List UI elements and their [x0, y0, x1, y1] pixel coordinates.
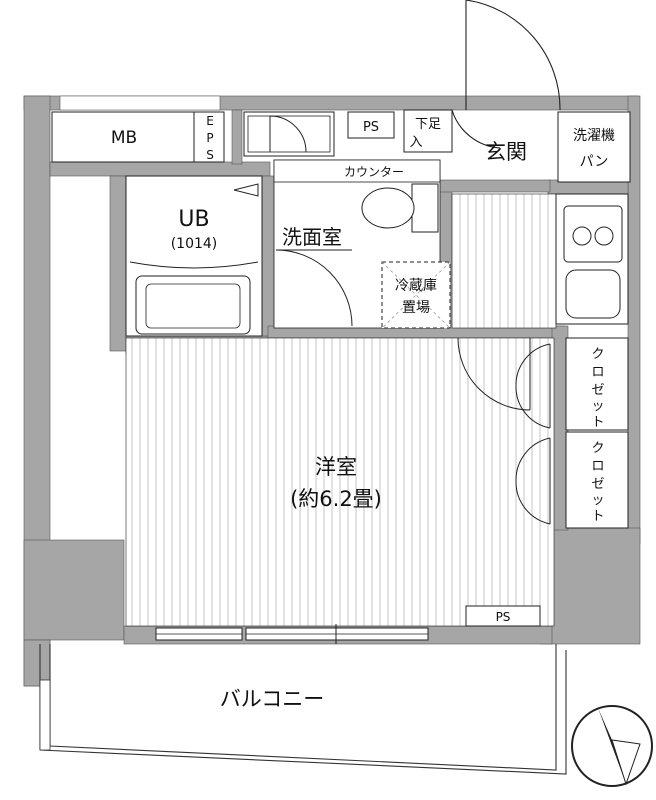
closet-2-char: ロ: [591, 459, 604, 474]
eps-label-e: E: [206, 114, 214, 128]
top-cabinet-door-swing: [269, 115, 307, 153]
western-room-floor: [125, 337, 555, 627]
eps-label-s: S: [206, 148, 214, 162]
room-door-swing: [457, 337, 531, 411]
mb-box: [51, 111, 195, 163]
closet-1: [565, 337, 629, 431]
closet-1-char: ト: [591, 415, 604, 430]
toilet-bowl-icon: [361, 187, 415, 229]
closet-2: [565, 431, 629, 529]
kitchen-floor: [451, 193, 557, 329]
sink-icon: [565, 269, 621, 319]
burner-icon: [594, 226, 614, 246]
closet-1-char: ゼ: [591, 383, 604, 398]
counter-box: [273, 159, 441, 183]
north-compass-icon: [571, 705, 653, 787]
eps-label-p: P: [206, 131, 213, 145]
genkan-label: 玄関: [485, 140, 527, 164]
counter-label: カウンター: [344, 165, 404, 179]
geta-box: [403, 109, 453, 153]
closet-1-doors: [515, 343, 551, 429]
closet-1-char: ッ: [591, 399, 604, 414]
closet-2-char: ゼ: [591, 477, 604, 492]
ps-bottom-label: PS: [496, 610, 511, 624]
mb-label: MB: [111, 128, 137, 148]
closet-1-char: ク: [591, 347, 604, 362]
geta-label-2: 入: [409, 135, 422, 150]
ub-size-label: (1014): [171, 236, 218, 252]
ps-top-box: [347, 111, 395, 139]
western-room-label: 洋室: [315, 455, 357, 479]
laundry-label-2: パン: [580, 154, 609, 170]
laundry-pan-box: [557, 111, 631, 183]
entrance-door-swing: [451, 0, 561, 149]
ub-label: UB: [178, 207, 209, 232]
closet-2-char: ッ: [591, 493, 604, 508]
bathtub-icon: [135, 275, 251, 335]
eps-box: [193, 111, 225, 163]
toilet-tank: [411, 183, 439, 233]
western-room-size-label: (約6.2畳): [290, 487, 382, 511]
washroom-door-swing: [275, 249, 353, 327]
closet-2-char: ク: [591, 441, 604, 456]
geta-label-1: 下足: [415, 117, 441, 132]
burner-icon: [572, 226, 592, 246]
top-cabinet: [243, 111, 335, 157]
fridge-label-2: 置場: [402, 300, 430, 316]
closet-2-char: ト: [591, 509, 604, 524]
stove-box: [563, 205, 623, 263]
laundry-label-1: 洗濯機: [573, 128, 615, 144]
washroom-label: 洗面室: [282, 225, 342, 249]
closet-2-doors: [515, 437, 551, 525]
closet-1-char: ロ: [591, 365, 604, 380]
ps-top-label: PS: [363, 120, 379, 135]
balcony-label: バルコニー: [220, 687, 325, 711]
fridge-label-1: 冷蔵庫: [395, 277, 437, 294]
